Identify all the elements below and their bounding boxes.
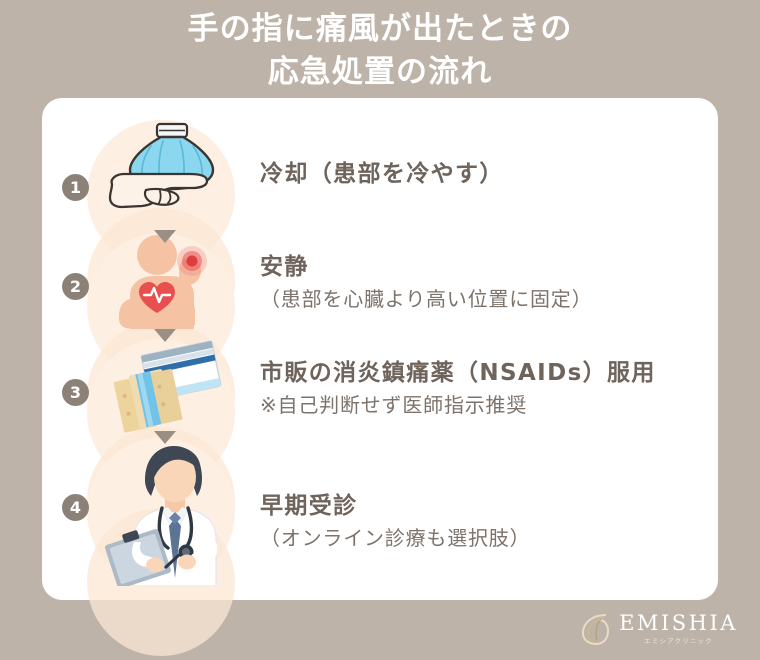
brand-tagline: エミシアクリニック xyxy=(644,637,713,646)
medicine-packets-icon xyxy=(104,331,239,449)
flow-arrow-2 xyxy=(154,329,176,342)
step-heading-1: 冷却（患部を冷やす） xyxy=(260,161,504,187)
person-heart-raised-hand-icon xyxy=(104,225,239,343)
ice-pack-on-hand-icon xyxy=(104,112,239,230)
list-item: 3 xyxy=(42,331,718,575)
list-item: 4 xyxy=(42,438,718,656)
step-text-1: 冷却（患部を冷やす） xyxy=(260,158,712,190)
step-subtext-4: （オンライン診療も選択肢） xyxy=(260,526,531,551)
step-number-badge-4: 4 xyxy=(62,494,89,521)
step-text-2: 安静 （患部を心臓より高い位置に固定） xyxy=(260,251,712,314)
step-number-badge-1: 1 xyxy=(62,174,89,201)
step-number-badge-3: 3 xyxy=(62,379,89,406)
flow-arrow-1 xyxy=(154,230,176,243)
list-item: 2 xyxy=(42,225,718,469)
flow-arrow-3 xyxy=(154,431,176,444)
brand-logo-text: EMISHIA エミシアクリニック xyxy=(619,613,738,645)
step-heading-2: 安静 xyxy=(260,254,309,280)
brand-logo: EMISHIA エミシアクリニック xyxy=(580,612,738,646)
step-heading-3: 市販の消炎鎮痛薬（NSAIDs）服用 xyxy=(260,360,656,386)
page-title: 手の指に痛風が出たときの 応急処置の流れ xyxy=(0,8,760,94)
step-text-4: 早期受診 （オンライン診療も選択肢） xyxy=(260,490,712,553)
steps-card: 1 xyxy=(42,98,718,656)
page-title-line-1: 手の指に痛風が出たときの xyxy=(187,11,573,47)
step-heading-4: 早期受診 xyxy=(260,493,358,519)
list-item: 1 xyxy=(42,112,718,356)
step-text-3: 市販の消炎鎮痛薬（NSAIDs）服用 ※自己判断せず医師指示推奨 xyxy=(260,357,712,420)
brand-name: EMISHIA xyxy=(619,611,738,636)
steps-list: 1 xyxy=(42,98,718,656)
doctor-with-clipboard-icon xyxy=(104,438,239,589)
emishia-leaf-icon xyxy=(582,614,610,646)
step-subtext-2: （患部を心臓より高い位置に固定） xyxy=(260,287,593,312)
page-title-line-2: 応急処置の流れ xyxy=(267,53,493,90)
step-number-badge-2: 2 xyxy=(62,273,89,300)
step-subtext-3: ※自己判断せず医師指示推奨 xyxy=(260,393,528,418)
